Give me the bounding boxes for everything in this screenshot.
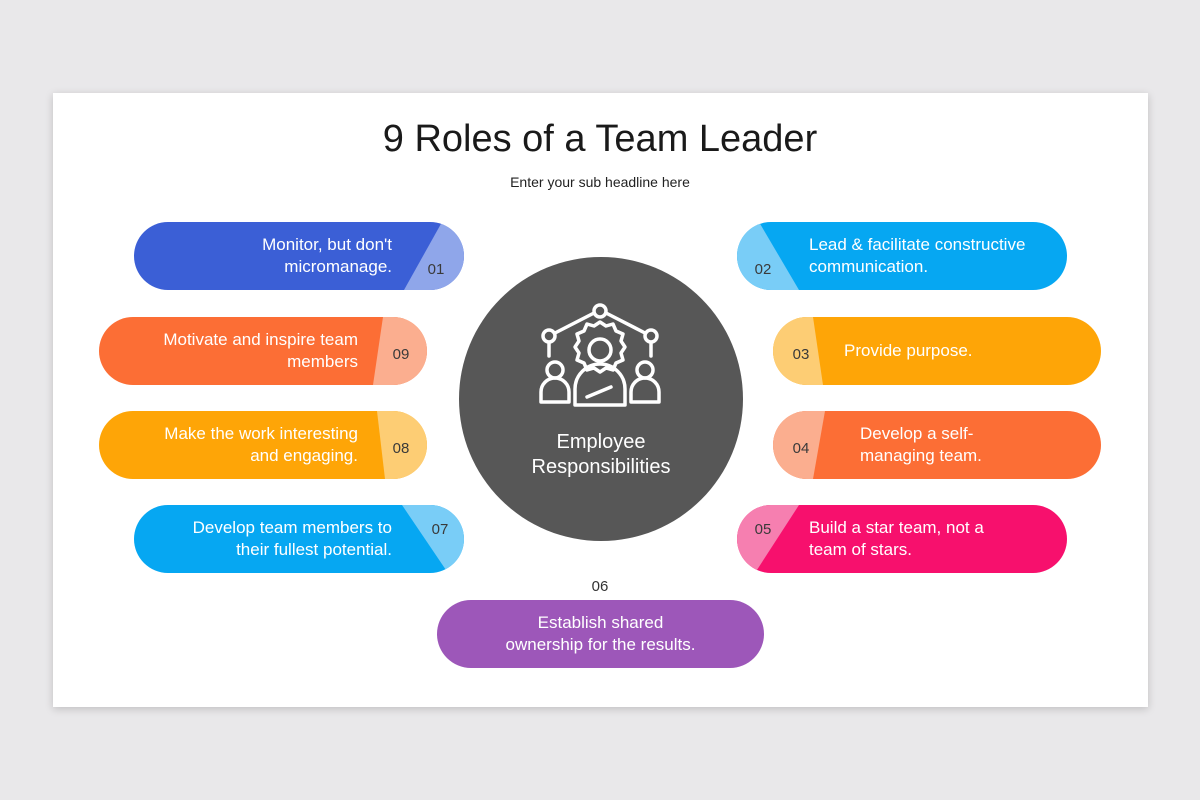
role-04-number: 04 (792, 439, 810, 457)
role-02-line1: Lead & facilitate constructive (809, 235, 1026, 254)
role-04-text: Develop a self-managing team. (860, 411, 1090, 479)
role-01-pill: Monitor, but don't micromanage. 01 (134, 222, 464, 290)
role-03-pill: Provide purpose. 03 (773, 317, 1101, 385)
role-01-text: Monitor, but don't micromanage. (154, 222, 392, 290)
role-07-number: 07 (431, 520, 449, 538)
role-06-line2: ownership for the results. (505, 635, 696, 654)
role-09-line1: Motivate and inspire team (163, 330, 358, 349)
role-07-line2: their fullest potential. (236, 540, 392, 559)
role-07-line1: Develop team members to (192, 518, 392, 537)
role-09-line2: members (287, 352, 358, 371)
role-07-text: Develop team members to their fullest pot… (154, 505, 392, 573)
page-subtitle: Enter your sub headline here (510, 174, 690, 190)
team-leader-network-icon (539, 303, 661, 407)
role-04-line1: Develop a self- (860, 424, 974, 443)
role-03-text: Provide purpose. (844, 317, 1084, 385)
role-07-pill: Develop team members to their fullest pot… (134, 505, 464, 573)
role-05-number: 05 (754, 520, 772, 538)
role-06-line1: Establish shared (537, 613, 664, 632)
role-05-line1: Build a star team, not a (809, 518, 984, 537)
role-04-pill: Develop a self-managing team. 04 (773, 411, 1101, 479)
role-05-text: Build a star team, not a team of stars. (809, 505, 1059, 573)
page-title: 9 Roles of a Team Leader (382, 118, 818, 160)
role-09-number: 09 (392, 345, 410, 363)
role-05-line2: team of stars. (809, 540, 912, 559)
center-label-line2: Responsibilities (531, 456, 671, 478)
role-05-pill: Build a star team, not a team of stars. 0… (737, 505, 1067, 573)
role-06-text: Establish shared ownership for the result… (437, 600, 764, 668)
role-04-cap (773, 411, 825, 479)
role-09-pill: Motivate and inspire team members 09 (99, 317, 427, 385)
role-01-cap (404, 222, 464, 290)
role-02-pill: Lead & facilitate constructive communicat… (737, 222, 1067, 290)
role-03-line1: Provide purpose. (844, 341, 973, 360)
role-01-line2: micromanage. (284, 257, 392, 276)
role-06-pill: Establish shared ownership for the result… (437, 600, 764, 668)
center-label-line1: Employee (556, 431, 646, 453)
role-08-pill: Make the work interesting and engaging. 0… (99, 411, 427, 479)
role-02-line2: communication. (809, 257, 929, 276)
role-06-number: 06 (591, 578, 609, 595)
role-02-text: Lead & facilitate constructive communicat… (809, 222, 1059, 290)
role-09-text: Motivate and inspire team members (119, 317, 358, 385)
role-01-line1: Monitor, but don't (262, 235, 392, 254)
role-03-cap (773, 317, 823, 385)
role-08-line2: and engaging. (250, 446, 358, 465)
role-08-number: 08 (392, 439, 410, 457)
role-05-cap (737, 505, 799, 573)
role-07-cap (402, 505, 464, 573)
role-02-cap (737, 222, 799, 290)
role-02-number: 02 (754, 260, 772, 278)
center-label: Employee Responsibilities (459, 430, 743, 480)
role-08-cap (377, 411, 427, 479)
role-08-line1: Make the work interesting (164, 424, 358, 443)
role-08-text: Make the work interesting and engaging. (119, 411, 358, 479)
role-09-cap (373, 317, 427, 385)
role-03-number: 03 (792, 345, 810, 363)
role-01-number: 01 (427, 260, 445, 278)
role-04-line2: managing team. (860, 446, 982, 465)
